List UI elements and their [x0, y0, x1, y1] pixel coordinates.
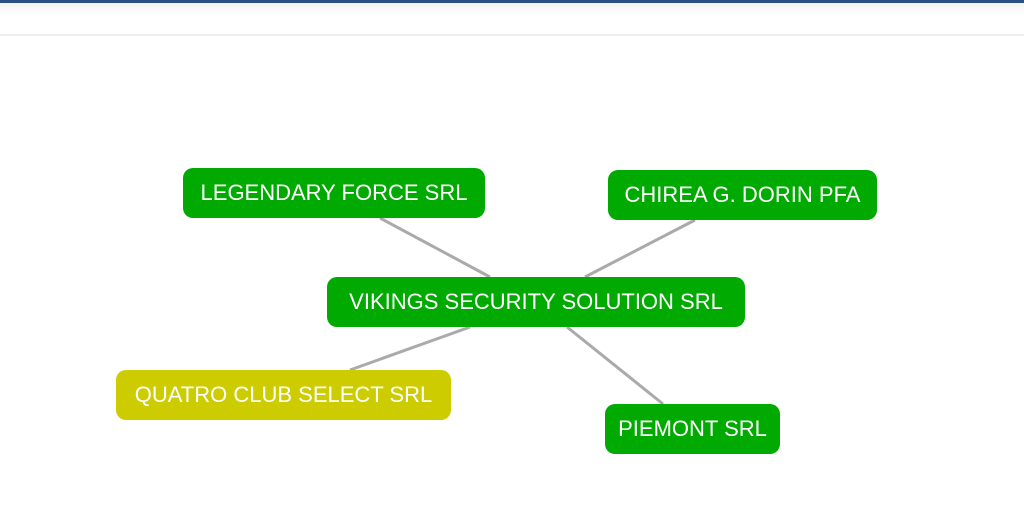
edge-piemont	[566, 325, 664, 406]
node-quatro-club[interactable]: QUATRO CLUB SELECT SRL	[116, 370, 451, 420]
top-accent-bar	[0, 0, 1024, 3]
node-chirea-dorin[interactable]: CHIREA G. DORIN PFA	[608, 170, 877, 220]
edge-quatro	[349, 325, 471, 372]
node-legendary-force[interactable]: LEGENDARY FORCE SRL	[183, 168, 485, 218]
edge-chirea	[584, 218, 696, 279]
edge-legendary-force	[379, 216, 491, 279]
node-piemont[interactable]: PIEMONT SRL	[605, 404, 780, 454]
node-vikings-center[interactable]: VIKINGS SECURITY SOLUTION SRL	[327, 277, 745, 327]
header-bar	[0, 3, 1024, 36]
